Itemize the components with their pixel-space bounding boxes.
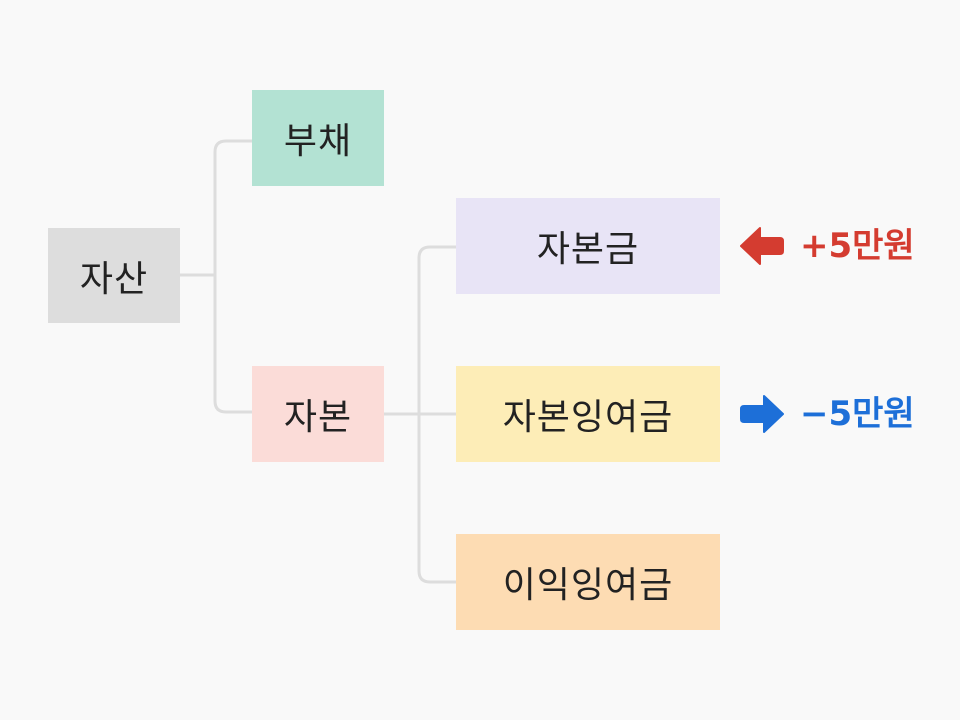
- node-asset-label: 자산: [79, 258, 149, 300]
- annotation-capital: +5만원: [740, 222, 915, 270]
- node-retained: 이익잉여금: [456, 534, 720, 630]
- node-surplus-label: 자본잉여금: [502, 397, 674, 438]
- node-asset: 자산: [48, 228, 180, 323]
- annotation-capital-amount: +5만원: [800, 226, 915, 266]
- connector-equity-retained: [417, 414, 456, 584]
- right-arrow-icon: [740, 395, 784, 433]
- connector-asset-debt: [180, 139, 252, 277]
- node-capital-label: 자본금: [536, 229, 640, 270]
- node-capital: 자본금: [456, 198, 720, 294]
- annotation-surplus-amount: −5만원: [800, 394, 915, 434]
- connector-equity-capital: [384, 245, 456, 416]
- connector-asset-equity: [213, 275, 252, 414]
- annotation-surplus: −5만원: [740, 390, 915, 438]
- node-retained-label: 이익잉여금: [502, 565, 674, 606]
- left-arrow-icon: [740, 227, 784, 265]
- node-debt: 부채: [252, 90, 384, 186]
- node-debt-label: 부채: [283, 121, 353, 162]
- node-equity-label: 자본: [283, 397, 353, 438]
- node-equity: 자본: [252, 366, 384, 462]
- node-surplus: 자본잉여금: [456, 366, 720, 462]
